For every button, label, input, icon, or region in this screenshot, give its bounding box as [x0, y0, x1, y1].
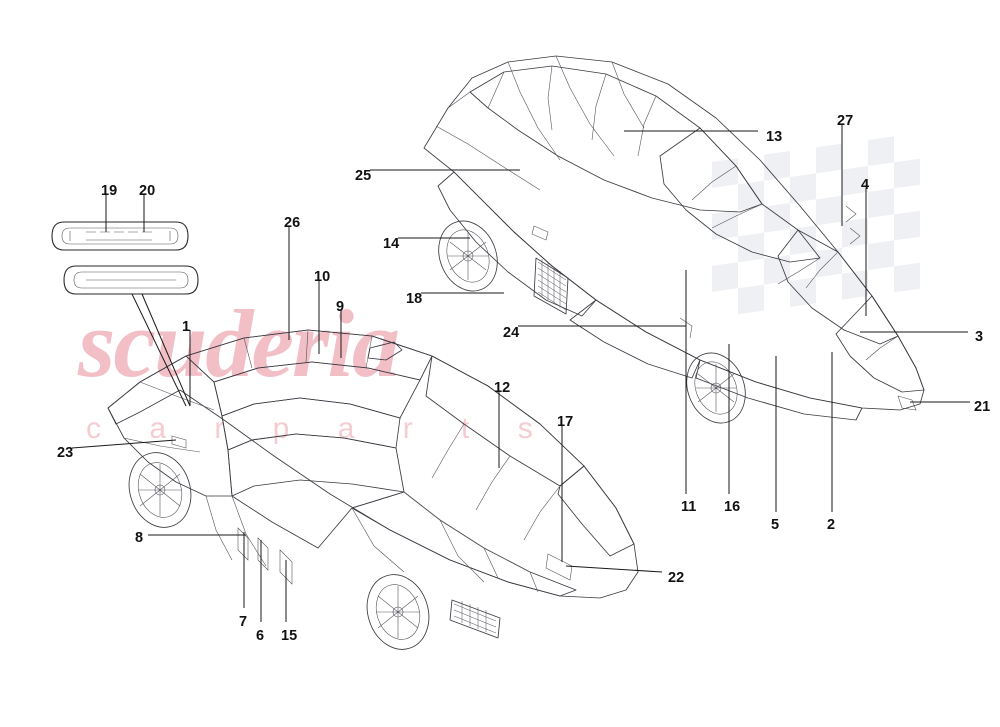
- wheel-lower-rear: [128, 452, 192, 528]
- label-strip-upper: [51, 221, 189, 251]
- callout-number-23[interactable]: 23: [57, 445, 74, 461]
- callout-number-25[interactable]: 25: [355, 168, 372, 184]
- callout-number-6[interactable]: 6: [256, 628, 265, 644]
- callout-number-15[interactable]: 15: [281, 628, 298, 644]
- callout-number-18[interactable]: 18: [406, 291, 423, 307]
- leader-line-23: [71, 439, 177, 449]
- front-intake-mesh: [449, 599, 501, 639]
- callout-number-3[interactable]: 3: [975, 329, 984, 345]
- callout-number-2[interactable]: 2: [827, 517, 836, 533]
- car-lower-front-view: [107, 329, 639, 650]
- callout-number-7[interactable]: 7: [239, 614, 248, 630]
- wheel-upper-front: [686, 352, 746, 424]
- callout-number-5[interactable]: 5: [771, 517, 780, 533]
- car-upper-rear-view: [423, 55, 925, 424]
- wheel-upper-rear: [438, 220, 498, 292]
- callout-number-22[interactable]: 22: [668, 570, 685, 586]
- label-strip-lower: [63, 265, 199, 295]
- callout-number-20[interactable]: 20: [139, 183, 156, 199]
- callout-number-4[interactable]: 4: [861, 177, 870, 193]
- callout-number-27[interactable]: 27: [837, 113, 854, 129]
- callout-number-17[interactable]: 17: [557, 414, 574, 430]
- callout-number-11[interactable]: 11: [681, 499, 697, 515]
- callout-number-13[interactable]: 13: [766, 129, 783, 145]
- callout-number-9[interactable]: 9: [336, 299, 345, 315]
- callout-number-14[interactable]: 14: [383, 236, 400, 252]
- callout-number-12[interactable]: 12: [494, 380, 511, 396]
- engine-grille-mesh: [533, 257, 569, 315]
- callout-number-19[interactable]: 19: [101, 183, 118, 199]
- callout-number-1[interactable]: 1: [182, 319, 191, 335]
- callout-number-16[interactable]: 16: [724, 499, 741, 515]
- checkered-flag-graphic: [712, 136, 920, 315]
- leader-line-22: [565, 565, 663, 573]
- callout-leader-lines: [71, 124, 970, 622]
- callout-number-21[interactable]: 21: [974, 399, 991, 415]
- callout-number-26[interactable]: 26: [284, 215, 301, 231]
- label-strips-detail: [51, 221, 199, 407]
- callout-number-24[interactable]: 24: [503, 325, 520, 341]
- callout-number-10[interactable]: 10: [314, 269, 331, 285]
- wheel-lower-front: [366, 574, 430, 650]
- callout-number-8[interactable]: 8: [135, 530, 144, 546]
